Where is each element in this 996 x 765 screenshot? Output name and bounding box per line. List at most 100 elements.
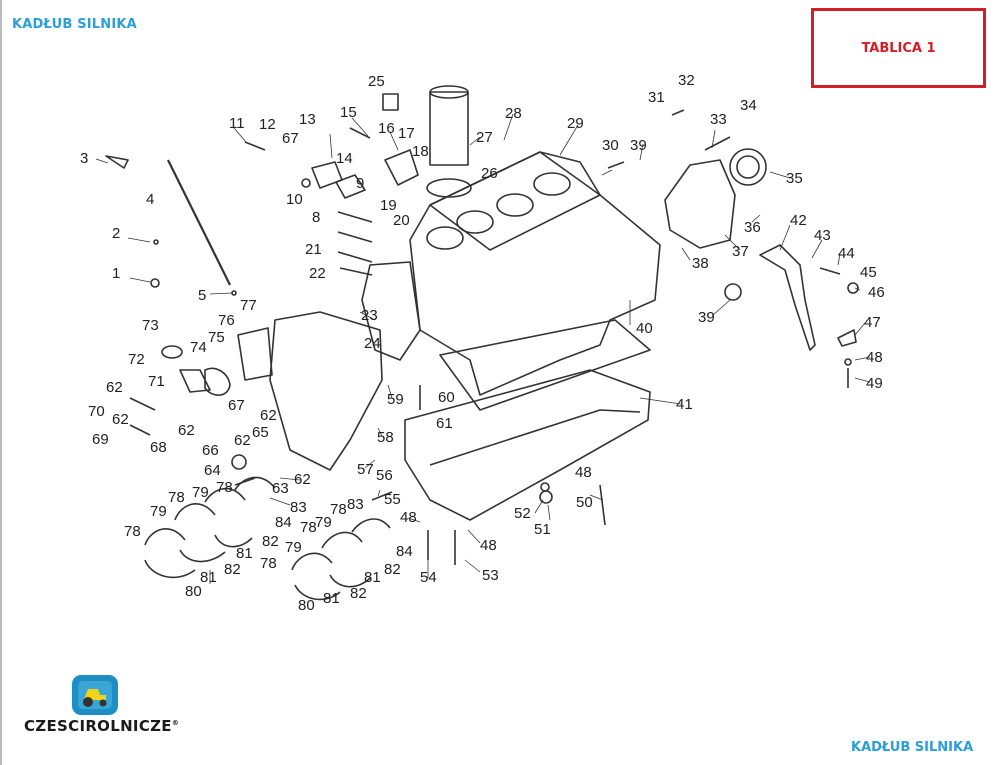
part-label-31: 31 <box>648 89 665 106</box>
part-label-26: 26 <box>481 165 498 182</box>
part-label-48-b: 48 <box>480 537 497 554</box>
part-label-42: 42 <box>790 212 807 229</box>
part-label-46: 46 <box>868 284 885 301</box>
part-label-83-a: 83 <box>290 499 307 516</box>
part-label-80-b: 80 <box>298 597 315 614</box>
part-label-13: 13 <box>299 111 316 128</box>
part-label-51: 51 <box>534 521 551 538</box>
rear-seal-housing <box>664 159 736 249</box>
logo-wordmark: CZESCIROLNICZE® <box>24 717 179 735</box>
cylinder-liner <box>429 91 469 166</box>
part-label-45: 45 <box>860 264 877 281</box>
part-label-48-right: 48 <box>866 349 883 366</box>
part-label-24: 24 <box>364 335 381 352</box>
part-label-78-d: 78 <box>300 519 317 536</box>
part-label-63: 63 <box>272 480 289 497</box>
part-label-40: 40 <box>636 320 653 337</box>
part-label-35: 35 <box>786 170 803 187</box>
part-label-11: 11 <box>229 115 245 132</box>
part-label-25: 25 <box>368 73 385 90</box>
part-label-59: 59 <box>387 391 404 408</box>
part-label-75: 75 <box>208 329 225 346</box>
part-label-78-c: 78 <box>124 523 141 540</box>
brand-logo[interactable]: CZESCIROLNICZE® <box>24 675 184 745</box>
part-label-60: 60 <box>438 389 455 406</box>
part-label-15: 15 <box>340 104 357 121</box>
part-label-36: 36 <box>744 219 761 236</box>
part-label-78-a: 78 <box>168 489 185 506</box>
part-label-8: 8 <box>312 209 320 226</box>
part-label-37: 37 <box>732 243 749 260</box>
block-top-deck <box>429 151 601 251</box>
part-label-34: 34 <box>740 97 757 114</box>
leader-lines <box>95 113 871 584</box>
part-label-20: 20 <box>393 212 410 229</box>
part-label-73: 73 <box>142 317 159 334</box>
part-label-39-top: 39 <box>630 137 647 154</box>
part-label-47: 47 <box>864 314 881 331</box>
part-label-48-c: 48 <box>575 464 592 481</box>
part-label-56: 56 <box>376 467 393 484</box>
part-label-84-a: 84 <box>275 514 292 531</box>
part-label-29: 29 <box>567 115 584 132</box>
part-label-22: 22 <box>309 265 326 282</box>
part-label-68: 68 <box>150 439 167 456</box>
part-label-58: 58 <box>377 429 394 446</box>
part-label-83-b: 83 <box>347 496 364 513</box>
part-label-62-f: 62 <box>294 471 311 488</box>
part-label-67: 67 <box>228 397 245 414</box>
part-label-79-d: 79 <box>285 539 302 556</box>
logo-registered-mark: ® <box>171 719 180 727</box>
part-label-71: 71 <box>148 373 165 390</box>
part-label-72: 72 <box>128 351 145 368</box>
oil-pan-gasket <box>439 319 651 411</box>
part-label-82-d: 82 <box>350 585 367 602</box>
part-label-19: 19 <box>380 197 397 214</box>
header-title: KADŁUB SILNIKA <box>12 17 137 32</box>
dipstick <box>167 159 231 286</box>
part-label-43: 43 <box>814 227 831 244</box>
part-label-3: 3 <box>80 150 88 167</box>
part-label-82-c: 82 <box>384 561 401 578</box>
part-label-57: 57 <box>357 461 374 478</box>
part-label-67: 67 <box>282 130 299 147</box>
part-label-18: 18 <box>412 143 429 160</box>
part-label-2: 2 <box>112 225 120 242</box>
part-label-50: 50 <box>576 494 593 511</box>
part-label-54: 54 <box>420 569 437 586</box>
part-label-78-b: 78 <box>216 479 233 496</box>
part-label-32: 32 <box>678 72 695 89</box>
part-label-78-f: 78 <box>260 555 277 572</box>
part-label-48-a: 48 <box>400 509 417 526</box>
part-label-39-mid: 39 <box>698 309 715 326</box>
logo-text: CZESCIROLNICZE <box>24 717 172 735</box>
part-label-84-b: 84 <box>396 543 413 560</box>
part-label-81-c: 81 <box>364 569 381 586</box>
part-label-62-a: 62 <box>106 379 123 396</box>
part-label-69: 69 <box>92 431 109 448</box>
part-label-23: 23 <box>361 307 378 324</box>
part-label-4: 4 <box>146 191 154 208</box>
part-label-28: 28 <box>505 105 522 122</box>
part-label-33: 33 <box>710 111 727 128</box>
part-label-62-d: 62 <box>260 407 277 424</box>
part-label-62-b: 62 <box>112 411 129 428</box>
part-label-78-e: 78 <box>330 501 347 518</box>
part-label-44: 44 <box>838 245 855 262</box>
part-label-41: 41 <box>676 396 693 413</box>
part-label-82-b: 82 <box>224 561 241 578</box>
part-label-66: 66 <box>202 442 219 459</box>
oil-pan <box>404 369 651 521</box>
part-label-1: 1 <box>112 265 120 282</box>
diagram-linework <box>105 85 859 601</box>
part-label-group: 3 4 2 1 5 11 12 67 13 14 10 8 9 15 16 17… <box>80 72 885 614</box>
part-label-17: 17 <box>398 125 415 142</box>
part-label-30: 30 <box>602 137 619 154</box>
part-label-64: 64 <box>204 462 221 479</box>
table-label-box: TABLICA 1 <box>811 8 986 88</box>
timing-gasket <box>361 261 421 361</box>
part-label-16: 16 <box>378 120 395 137</box>
part-label-27: 27 <box>476 129 493 146</box>
part-label-52: 52 <box>514 505 531 522</box>
